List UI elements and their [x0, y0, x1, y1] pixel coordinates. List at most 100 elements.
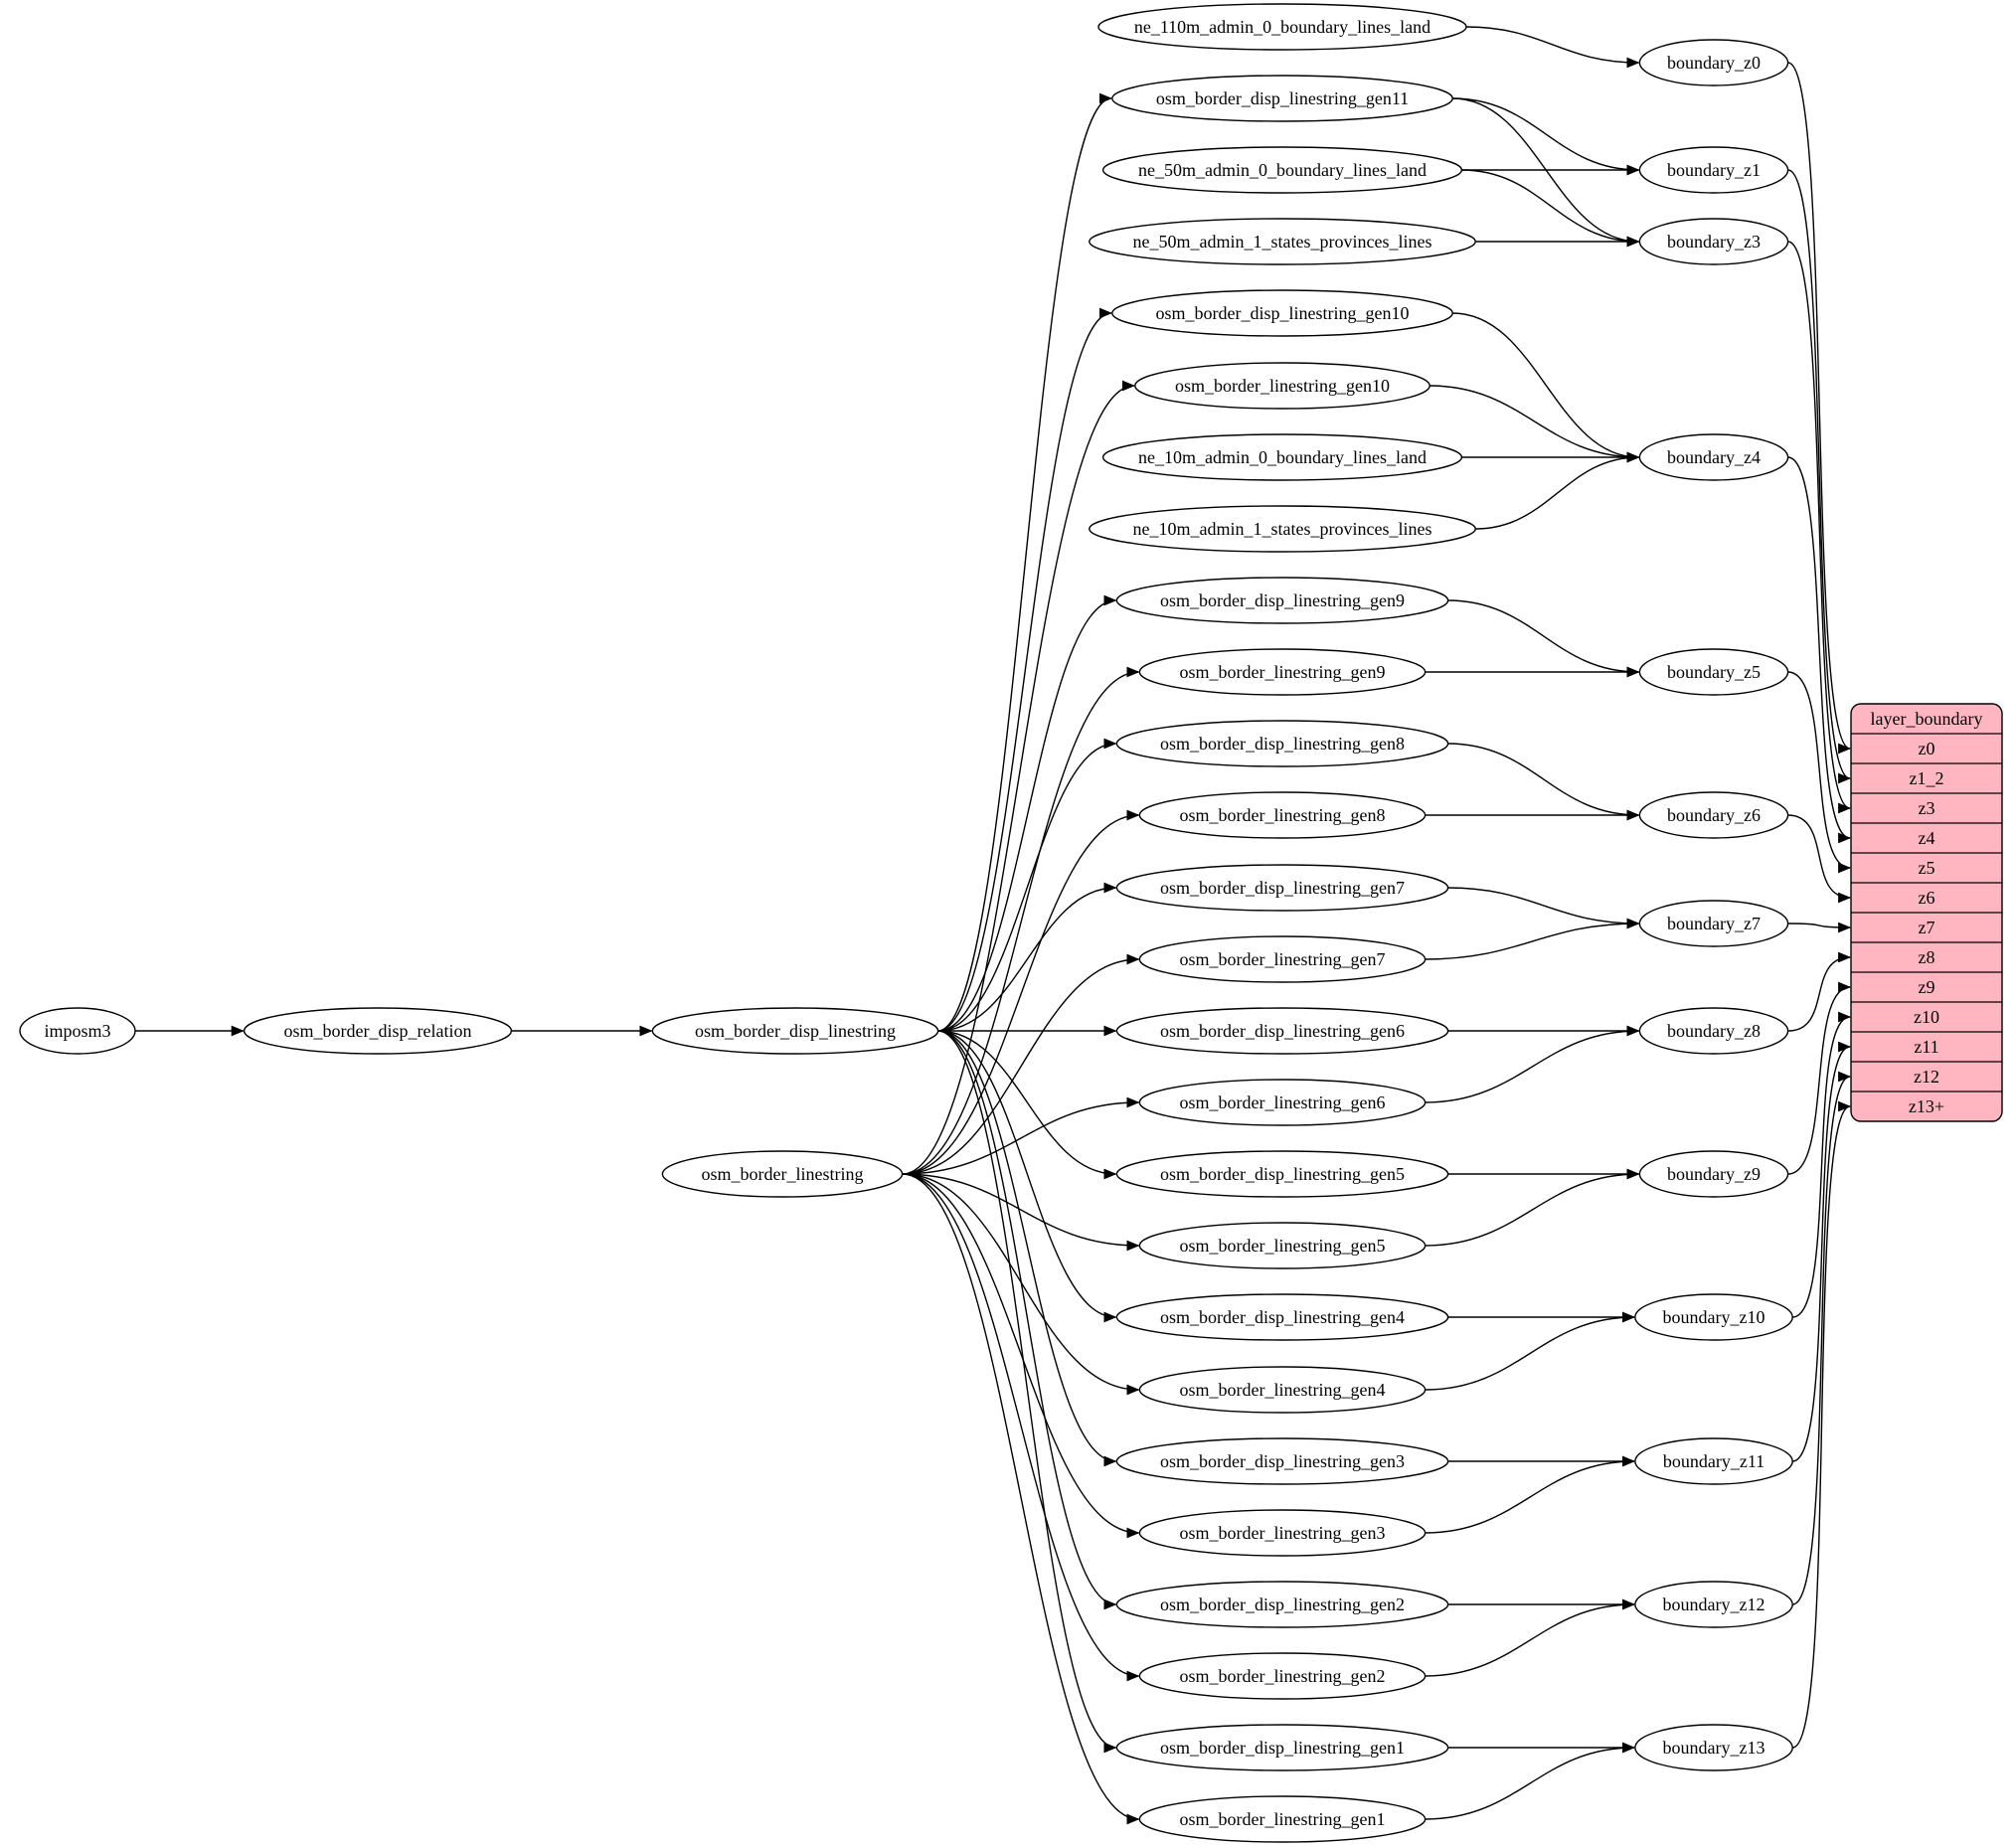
node-osm-border-disp-linestring-gen8: osm_border_disp_linestring_gen8 [1115, 720, 1449, 767]
edge-osm-border-disp-linestring-to-osm-border-disp-linestring-gen11 [937, 92, 1112, 1032]
node-label-osm-border-disp-linestring-gen1: osm_border_disp_linestring_gen1 [1160, 1738, 1405, 1758]
node-label-osm-border-disp-linestring-gen2: osm_border_disp_linestring_gen2 [1160, 1595, 1405, 1614]
node-label-osm-border-linestring-gen6: osm_border_linestring_gen6 [1180, 1092, 1386, 1112]
node-osm-border-disp-linestring-gen11: osm_border_disp_linestring_gen11 [1111, 75, 1453, 122]
record-row-z9: z9 [1919, 977, 1935, 997]
node-osm-border-disp-linestring-gen2: osm_border_disp_linestring_gen2 [1115, 1581, 1449, 1628]
node-label-osm-border-disp-linestring-gen9: osm_border_disp_linestring_gen9 [1160, 590, 1405, 610]
edge-boundary-z3-to-layer-boundary-z3 [1787, 241, 1852, 814]
node-osm-border-linestring-gen8: osm_border_linestring_gen8 [1138, 791, 1427, 839]
node-label-osm-border-disp-linestring-gen3: osm_border_disp_linestring_gen3 [1160, 1451, 1405, 1471]
edge-osm-border-disp-linestring-gen11-to-boundary-z1 [1452, 97, 1640, 176]
node-osm-border-linestring-gen1: osm_border_linestring_gen1 [1138, 1795, 1427, 1843]
record-row-z11: z11 [1914, 1037, 1938, 1057]
node-label-osm-border-disp-relation: osm_border_disp_relation [284, 1021, 472, 1041]
node-label-osm-border-linestring-gen2: osm_border_linestring_gen2 [1180, 1666, 1386, 1686]
record-row-z0: z0 [1919, 739, 1935, 758]
node-label-ne-50m-admin-0-boundary-lines-land: ne_50m_admin_0_boundary_lines_land [1138, 160, 1427, 180]
node-label-boundary-z0: boundary_z0 [1667, 53, 1761, 73]
node-label-ne-10m-admin-0-boundary-lines-land: ne_10m_admin_0_boundary_lines_land [1138, 447, 1427, 467]
edge-osm-border-disp-linestring-to-osm-border-disp-linestring-gen4 [937, 1030, 1117, 1323]
edge-osm-border-disp-linestring-to-osm-border-disp-linestring-gen1 [937, 1030, 1117, 1754]
node-label-osm-border-linestring-gen3: osm_border_linestring_gen3 [1180, 1523, 1386, 1543]
node-osm-border-disp-linestring-gen6: osm_border_disp_linestring_gen6 [1115, 1007, 1449, 1055]
node-boundary-z3: boundary_z3 [1638, 218, 1789, 265]
node-osm-border-linestring-gen5: osm_border_linestring_gen5 [1138, 1222, 1427, 1269]
node-boundary-z13: boundary_z13 [1634, 1724, 1793, 1771]
record-row-z7: z7 [1919, 918, 1935, 937]
record-row-z5: z5 [1919, 858, 1935, 878]
node-boundary-z12: boundary_z12 [1634, 1581, 1793, 1628]
record-row-z12: z12 [1914, 1067, 1939, 1087]
edge-boundary-z5-to-layer-boundary-z5 [1787, 671, 1852, 874]
edge-osm-border-linestring-to-osm-border-linestring-gen10 [902, 380, 1135, 1175]
node-label-boundary-z9: boundary_z9 [1667, 1164, 1761, 1184]
node-label-boundary-z12: boundary_z12 [1663, 1595, 1765, 1614]
edge-boundary-z9-to-layer-boundary-z9 [1787, 981, 1852, 1175]
node-osm-border-disp-linestring: osm_border_disp_linestring [651, 1007, 939, 1055]
node-osm-border-linestring-gen10: osm_border_linestring_gen10 [1134, 362, 1430, 410]
record-row-z10: z10 [1914, 1007, 1939, 1027]
edge-osm-border-linestring-to-osm-border-linestring-gen5 [902, 1173, 1140, 1252]
node-osm-border-disp-linestring-gen7: osm_border_disp_linestring_gen7 [1115, 864, 1449, 912]
edge-boundary-z7-to-layer-boundary-z7 [1787, 922, 1852, 933]
node-label-osm-border-disp-linestring-gen8: osm_border_disp_linestring_gen8 [1160, 734, 1405, 754]
edge-osm-border-linestring-to-osm-border-linestring-gen6 [902, 1096, 1140, 1175]
record-row-z4: z4 [1919, 828, 1935, 848]
node-ne-50m-admin-0-boundary-lines-land: ne_50m_admin_0_boundary_lines_land [1101, 146, 1463, 194]
node-label-ne-50m-admin-1-states-provinces-lines: ne_50m_admin_1_states_provinces_lines [1133, 232, 1432, 252]
record-node-layer-boundary: layer_boundaryz0z1_2z3z4z5z6z7z8z9z10z11… [1850, 703, 2003, 1122]
node-label-boundary-z4: boundary_z4 [1667, 447, 1761, 467]
node-osm-border-disp-relation: osm_border_disp_relation [243, 1007, 513, 1055]
node-boundary-z11: boundary_z11 [1634, 1437, 1793, 1485]
node-label-osm-border-linestring-gen7: osm_border_linestring_gen7 [1180, 949, 1386, 969]
node-label-osm-border-linestring-gen10: osm_border_linestring_gen10 [1175, 376, 1390, 396]
node-ne-10m-admin-0-boundary-lines-land: ne_10m_admin_0_boundary_lines_land [1101, 433, 1463, 481]
edge-osm-border-linestring-to-osm-border-linestring-gen8 [902, 809, 1140, 1175]
node-boundary-z8: boundary_z8 [1638, 1007, 1789, 1055]
edge-osm-border-linestring-gen2-to-boundary-z12 [1425, 1598, 1635, 1677]
edge-osm-border-disp-linestring-gen7-to-boundary-z7 [1447, 887, 1640, 929]
node-osm-border-linestring-gen7: osm_border_linestring_gen7 [1138, 935, 1427, 983]
node-label-osm-border-disp-linestring-gen7: osm_border_disp_linestring_gen7 [1160, 878, 1405, 898]
edge-osm-border-disp-linestring-gen10-to-boundary-z4 [1452, 312, 1640, 463]
edge-osm-border-linestring-to-osm-border-linestring-gen2 [902, 1173, 1140, 1682]
edge-osm-border-linestring-to-osm-border-linestring-gen7 [902, 953, 1140, 1175]
edge-boundary-z8-to-layer-boundary-z8 [1787, 951, 1852, 1032]
node-label-boundary-z1: boundary_z1 [1667, 160, 1761, 180]
node-label-boundary-z7: boundary_z7 [1667, 914, 1761, 933]
node-label-boundary-z13: boundary_z13 [1663, 1738, 1765, 1758]
edge-osm-border-disp-linestring-gen8-to-boundary-z6 [1447, 743, 1640, 821]
record-row-z6: z6 [1919, 888, 1935, 908]
edge-osm-border-linestring-to-osm-border-linestring-gen4 [902, 1173, 1140, 1396]
edge-boundary-z0-to-layer-boundary-z0 [1787, 62, 1852, 755]
node-label-osm-border-linestring: osm_border_linestring [702, 1164, 864, 1184]
node-label-osm-border-disp-linestring-gen4: osm_border_disp_linestring_gen4 [1160, 1307, 1405, 1327]
edge-osm-border-disp-linestring-gen9-to-boundary-z5 [1447, 599, 1640, 678]
node-boundary-z6: boundary_z6 [1638, 791, 1789, 839]
edge-ne-50m-admin-0-boundary-lines-land-to-boundary-z3 [1461, 169, 1640, 248]
node-label-osm-border-linestring-gen4: osm_border_linestring_gen4 [1180, 1380, 1386, 1400]
edge-osm-border-linestring-gen6-to-boundary-z8 [1425, 1025, 1640, 1103]
edge-osm-border-disp-linestring-to-osm-border-disp-linestring-gen9 [937, 594, 1117, 1032]
record-row-z1-2: z1_2 [1910, 768, 1944, 788]
edge-osm-border-linestring-gen7-to-boundary-z7 [1425, 918, 1640, 960]
edge-osm-border-disp-linestring-to-osm-border-disp-linestring-gen7 [937, 882, 1117, 1032]
node-ne-50m-admin-1-states-provinces-lines: ne_50m_admin_1_states_provinces_lines [1089, 218, 1476, 265]
node-label-ne-110m-admin-0-boundary-lines-land: ne_110m_admin_0_boundary_lines_land [1134, 17, 1430, 37]
node-osm-border-disp-linestring-gen3: osm_border_disp_linestring_gen3 [1115, 1437, 1449, 1485]
edge-boundary-z11-to-layer-boundary-z11 [1792, 1041, 1852, 1462]
node-label-boundary-z8: boundary_z8 [1667, 1021, 1761, 1041]
node-boundary-z10: boundary_z10 [1634, 1293, 1793, 1341]
node-label-osm-border-disp-linestring-gen10: osm_border_disp_linestring_gen10 [1156, 303, 1410, 323]
edge-osm-border-linestring-gen3-to-boundary-z11 [1425, 1455, 1635, 1534]
node-ne-110m-admin-0-boundary-lines-land: ne_110m_admin_0_boundary_lines_land [1097, 3, 1467, 51]
node-label-osm-border-linestring-gen9: osm_border_linestring_gen9 [1180, 662, 1386, 682]
node-osm-border-disp-linestring-gen1: osm_border_disp_linestring_gen1 [1115, 1724, 1449, 1771]
node-label-osm-border-disp-linestring-gen11: osm_border_disp_linestring_gen11 [1156, 88, 1409, 108]
node-label-osm-border-disp-linestring-gen5: osm_border_disp_linestring_gen5 [1160, 1164, 1405, 1184]
edges-layer [134, 26, 1852, 1825]
node-label-boundary-z3: boundary_z3 [1667, 232, 1761, 252]
